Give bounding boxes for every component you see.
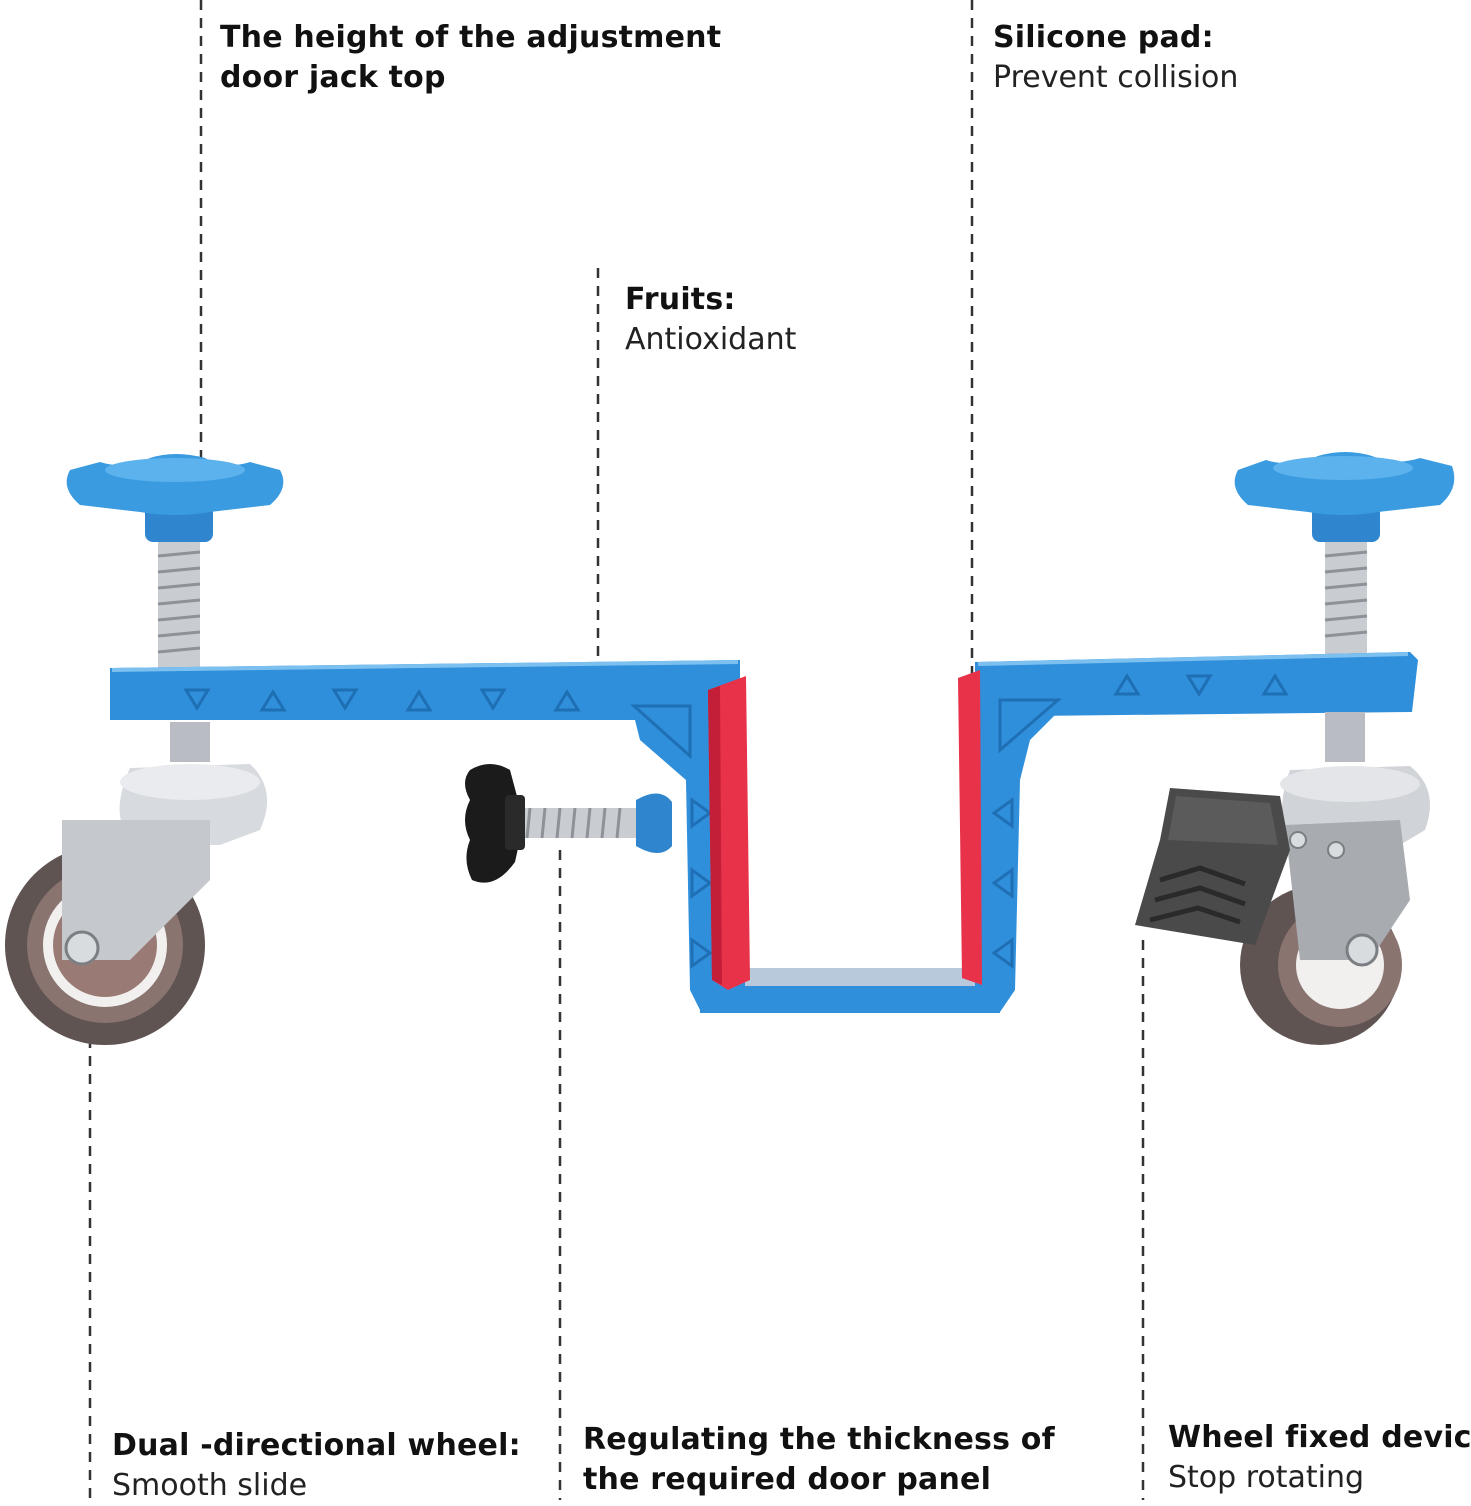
- callout-height-title-line1: The height of the adjustment: [220, 20, 722, 55]
- callout-thickness-title-line1: Regulating the thickness of: [583, 1422, 1055, 1457]
- callout-wheel-fixed: Wheel fixed device: Stop rotating: [1168, 1418, 1471, 1498]
- callout-thickness-title-line2: the required door panel: [583, 1462, 992, 1497]
- left-caster-wheel: [5, 722, 268, 1045]
- callout-wheel-fixed-title: Wheel fixed device:: [1168, 1420, 1471, 1455]
- callout-wheel-fixed-desc: Stop rotating: [1168, 1460, 1365, 1495]
- callout-height-adjustment: The height of the adjustment door jack t…: [220, 18, 721, 98]
- callout-fruits-desc: Antioxidant: [625, 322, 797, 357]
- callout-fruits-title: Fruits:: [625, 282, 736, 317]
- leader-lines: [88, 0, 1145, 1500]
- right-adjust-knob: [1234, 452, 1455, 655]
- callout-height-title-line2: door jack top: [220, 60, 446, 95]
- thickness-screw: [465, 764, 672, 883]
- callout-thickness: Regulating the thickness of the required…: [583, 1420, 1055, 1500]
- callout-fruits: Fruits: Antioxidant: [625, 280, 796, 360]
- left-adjust-knob: [66, 454, 284, 675]
- callout-dual-wheel: Dual -directional wheel: Smooth slide: [112, 1426, 521, 1506]
- callout-silicone-pad: Silicone pad: Prevent collision: [993, 18, 1238, 98]
- silicone-pads: [708, 670, 982, 990]
- callout-silicone-title: Silicone pad:: [993, 20, 1214, 55]
- callout-silicone-desc: Prevent collision: [993, 60, 1239, 95]
- callout-dual-wheel-title: Dual -directional wheel:: [112, 1428, 521, 1463]
- right-caster-wheel: [1135, 712, 1430, 1045]
- callout-dual-wheel-desc: Smooth slide: [112, 1468, 308, 1503]
